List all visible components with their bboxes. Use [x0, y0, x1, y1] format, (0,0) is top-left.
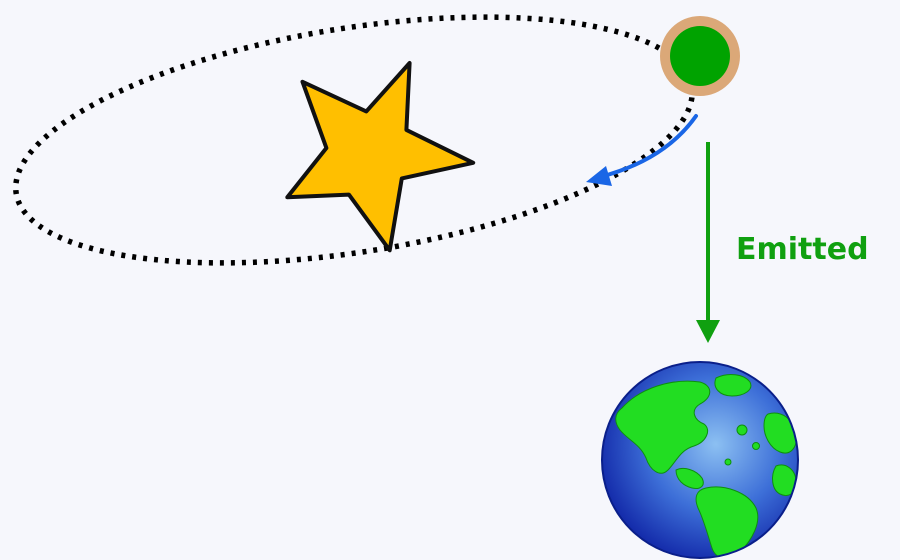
star-icon [287, 63, 473, 250]
motion-direction-arrow [586, 116, 696, 186]
emission-arrow [696, 142, 720, 343]
orbiting-body-icon [660, 16, 740, 96]
earth-globe-icon [602, 362, 798, 558]
emitted-label: Emitted [736, 232, 869, 267]
